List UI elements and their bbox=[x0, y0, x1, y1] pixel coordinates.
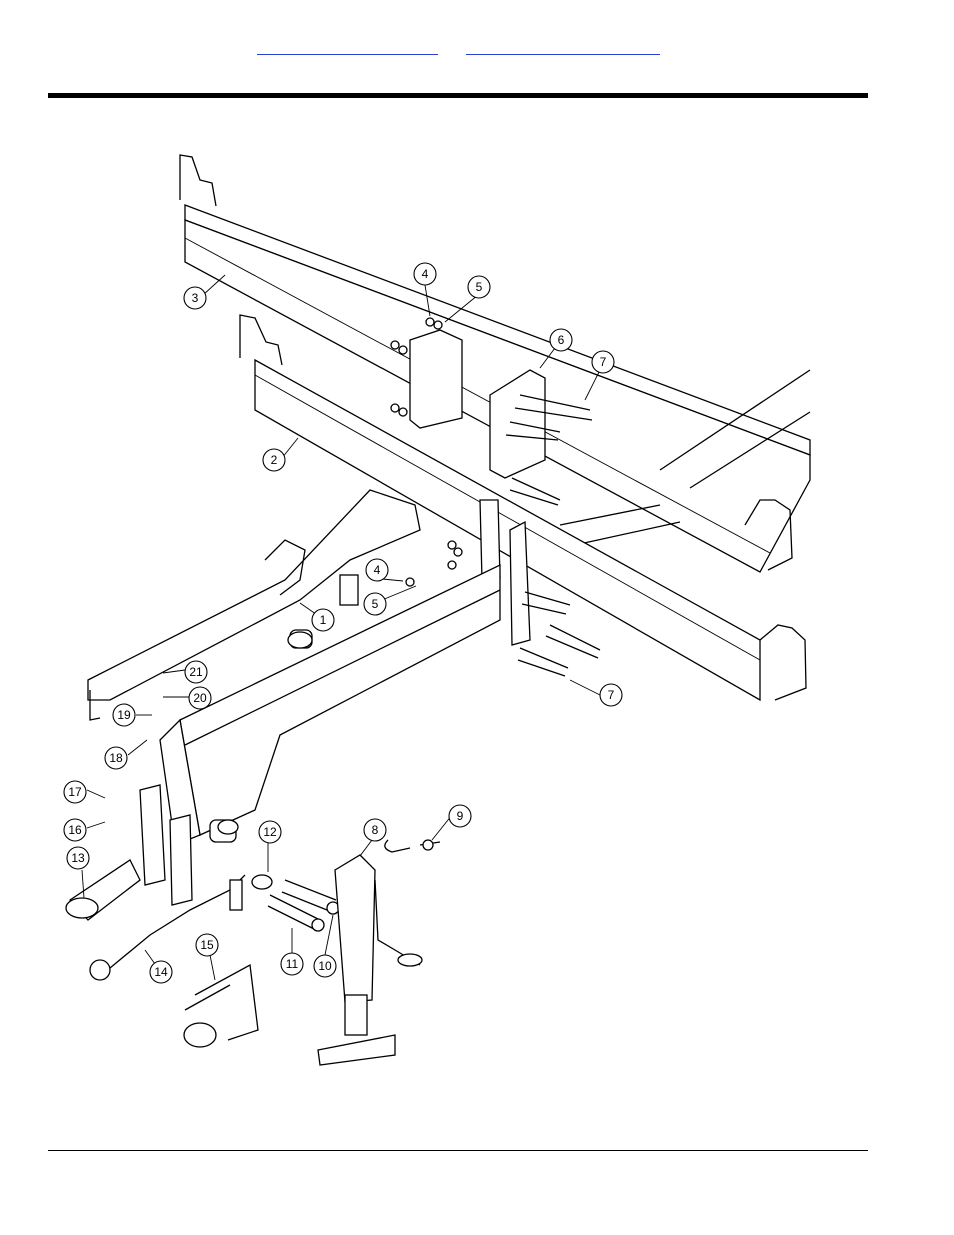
bottom-rule bbox=[48, 1150, 868, 1151]
svg-text:17: 17 bbox=[68, 785, 82, 799]
svg-text:7: 7 bbox=[600, 355, 607, 369]
svg-text:9: 9 bbox=[457, 809, 464, 823]
callout-18: 18 bbox=[105, 747, 127, 769]
callout-10: 10 bbox=[314, 955, 336, 977]
svg-text:10: 10 bbox=[318, 959, 332, 973]
svg-text:6: 6 bbox=[558, 333, 565, 347]
svg-text:14: 14 bbox=[154, 965, 168, 979]
svg-text:21: 21 bbox=[189, 665, 203, 679]
callout-11: 11 bbox=[281, 953, 303, 975]
callout-9: 9 bbox=[449, 805, 471, 827]
callout-5: 5 bbox=[468, 276, 490, 298]
callout-4: 4 bbox=[414, 263, 436, 285]
callout-6: 6 bbox=[550, 329, 572, 351]
svg-text:8: 8 bbox=[372, 823, 379, 837]
callout-13: 13 bbox=[67, 847, 89, 869]
callout-17: 17 bbox=[64, 781, 86, 803]
callout-2: 2 bbox=[263, 449, 285, 471]
svg-text:3: 3 bbox=[192, 291, 199, 305]
svg-text:16: 16 bbox=[68, 823, 82, 837]
callout-16: 16 bbox=[64, 819, 86, 841]
svg-text:4: 4 bbox=[374, 563, 381, 577]
svg-text:12: 12 bbox=[263, 825, 277, 839]
callout-21: 21 bbox=[185, 661, 207, 683]
callout-7-lower: 7 bbox=[600, 684, 622, 706]
svg-text:18: 18 bbox=[109, 751, 123, 765]
jack-pin bbox=[385, 840, 440, 852]
callout-15: 15 bbox=[196, 934, 218, 956]
callout-4-lower: 4 bbox=[366, 559, 388, 581]
svg-text:7: 7 bbox=[608, 688, 615, 702]
callout-5-lower: 5 bbox=[364, 593, 386, 615]
hitch-pins bbox=[252, 875, 339, 931]
callout-7: 7 bbox=[592, 351, 614, 373]
svg-text:15: 15 bbox=[200, 938, 214, 952]
callout-14: 14 bbox=[150, 961, 172, 983]
callout-19: 19 bbox=[113, 704, 135, 726]
svg-text:5: 5 bbox=[372, 597, 379, 611]
callout-20: 20 bbox=[189, 687, 211, 709]
callout-3: 3 bbox=[184, 287, 206, 309]
svg-text:19: 19 bbox=[117, 708, 131, 722]
svg-text:11: 11 bbox=[286, 957, 299, 971]
svg-text:20: 20 bbox=[193, 691, 207, 705]
svg-text:4: 4 bbox=[422, 267, 429, 281]
svg-text:5: 5 bbox=[476, 280, 483, 294]
callout-8: 8 bbox=[364, 819, 386, 841]
callout-1: 1 bbox=[312, 609, 334, 631]
callout-12: 12 bbox=[259, 821, 281, 843]
svg-text:13: 13 bbox=[71, 851, 85, 865]
svg-text:1: 1 bbox=[320, 613, 327, 627]
svg-text:2: 2 bbox=[271, 453, 278, 467]
